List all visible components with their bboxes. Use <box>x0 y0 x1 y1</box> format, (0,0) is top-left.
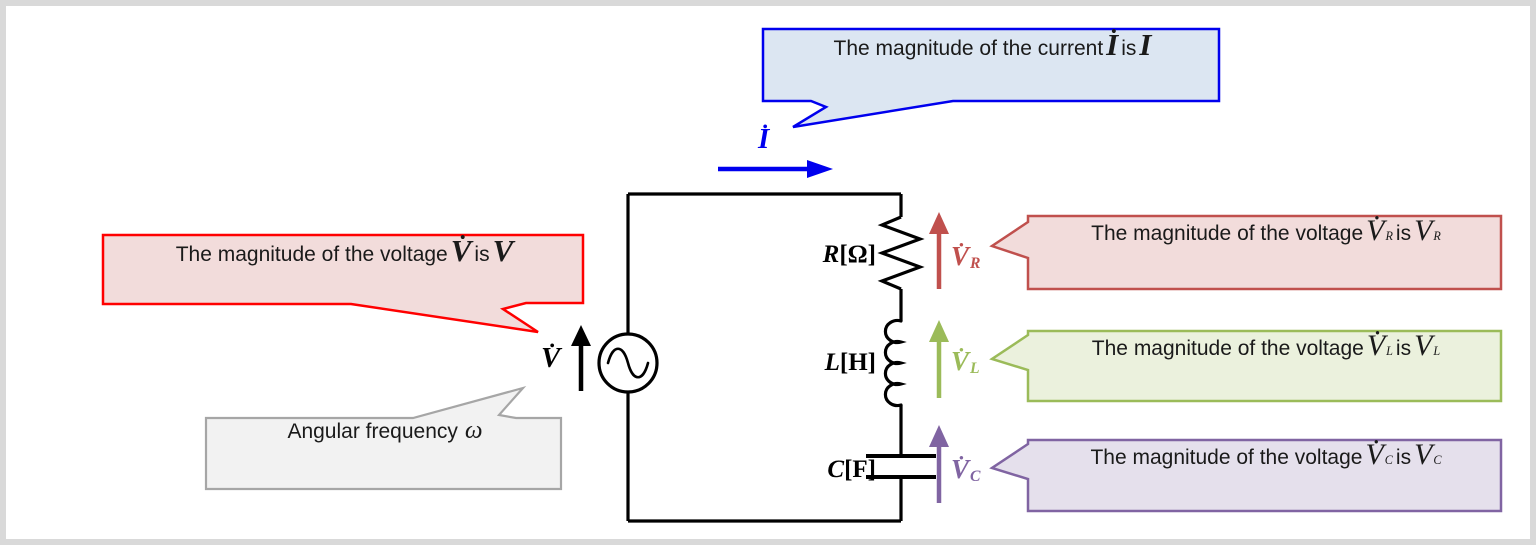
vl-phasor-label: V• L <box>951 343 980 378</box>
phasor-vl-letter: V <box>1366 329 1386 362</box>
vl-arrowhead-icon <box>929 320 949 342</box>
phasor-current-letter: I <box>1106 27 1119 62</box>
resistor-label: R[Ω] <box>764 242 876 267</box>
vc-arrowhead-icon <box>929 425 949 447</box>
callout-vr-linker: is <box>1395 222 1412 245</box>
phasor-dot-icon: • <box>1111 23 1117 40</box>
phasor-source-voltage-symbol: V• <box>450 230 472 268</box>
current-arrowhead-icon <box>807 160 833 178</box>
callout-current-linker: is <box>1121 37 1137 60</box>
callout-vc-linker: is <box>1395 446 1412 469</box>
capacitor-symbol-letter: C <box>827 456 845 483</box>
magnitude-source-voltage-symbol: V <box>492 233 514 268</box>
vc-phasor-label: V• C <box>951 451 981 486</box>
vl-label-subscript: L <box>970 360 980 378</box>
callout-vr-prefix: The magnitude of the voltage <box>1091 222 1364 245</box>
current-label-letter: I <box>758 123 770 155</box>
phasor-source-voltage-letter: V <box>450 233 472 268</box>
callout-source-voltage-text: The magnitude of the voltage V• is V <box>103 230 583 301</box>
phasor-dot-icon: • <box>1373 434 1379 451</box>
vr-label-letter: V <box>951 241 970 271</box>
resistor-symbol-letter: R <box>822 241 840 268</box>
source-voltage-arrowhead-icon <box>571 325 591 346</box>
phasor-vc-symbol: V• <box>1365 435 1384 471</box>
phasor-vr-letter: V <box>1366 214 1385 247</box>
callout-vl-prefix: The magnitude of the voltage <box>1091 337 1364 360</box>
omega-symbol: ω <box>464 417 483 444</box>
source-voltage-phasor-label: V• <box>541 339 561 374</box>
phasor-vc-subscript: C <box>1384 453 1393 467</box>
callout-angular-frequency-balloon <box>204 385 563 491</box>
vr-label-subscript: R <box>970 255 981 273</box>
callout-angular-frequency-text: Angular frequency ω <box>206 418 561 487</box>
magnitude-vl-symbol: V <box>1414 329 1433 362</box>
phasor-dot-icon: • <box>959 237 964 253</box>
inductor-symbol-letter: L <box>824 349 840 376</box>
magnitude-vc-subscript: C <box>1433 453 1442 467</box>
phasor-vr-symbol: V• <box>1366 211 1385 247</box>
phasor-dot-icon: • <box>1374 210 1380 227</box>
capacitor-unit: [F] <box>844 456 876 483</box>
capacitor-label: C[F] <box>764 457 876 482</box>
magnitude-vl-subscript: L <box>1433 344 1441 358</box>
callout-angular-frequency-prefix: Angular frequency <box>287 420 458 443</box>
inductor-icon <box>883 318 907 408</box>
phasor-dot-icon: • <box>959 342 964 358</box>
phasor-vl-subscript: L <box>1386 344 1393 358</box>
source-label-letter: V <box>541 342 561 374</box>
callout-source-voltage-balloon <box>101 233 585 334</box>
phasor-vr-subscript: R <box>1385 229 1393 243</box>
vc-label-subscript: C <box>970 468 981 486</box>
vl-label-letter: V <box>951 346 970 376</box>
phasor-dot-icon: • <box>762 119 768 135</box>
callout-vc-prefix: The magnitude of the voltage <box>1090 446 1363 469</box>
callout-vr-balloon <box>989 214 1503 291</box>
inductor-label: L[H] <box>764 350 876 375</box>
callout-source-voltage-linker: is <box>474 243 490 266</box>
callout-current-text: The magnitude of the current I• is I <box>763 24 1219 99</box>
phasor-dot-icon: • <box>549 338 555 354</box>
magnitude-vr-symbol: V <box>1414 214 1433 247</box>
phasor-vc-letter: V <box>1365 438 1384 471</box>
phasor-current-symbol: I• <box>1106 24 1119 62</box>
phasor-vl-symbol: V• <box>1366 326 1386 362</box>
phasor-dot-icon: • <box>959 450 964 466</box>
callout-vl-balloon <box>989 329 1503 403</box>
resistor-icon <box>877 215 925 291</box>
phasor-dot-icon: • <box>1375 325 1381 342</box>
phasor-dot-icon: • <box>460 229 466 246</box>
magnitude-vr-subscript: R <box>1433 229 1441 243</box>
vr-arrowhead-icon <box>929 212 949 234</box>
callout-source-voltage-prefix: The magnitude of the voltage <box>175 243 448 266</box>
current-phasor-label: I• <box>758 120 770 155</box>
callout-current-prefix: The magnitude of the current <box>833 37 1104 60</box>
capacitor-icon <box>866 454 936 479</box>
inductor-unit: [H] <box>839 349 876 376</box>
vc-label-letter: V <box>951 454 970 484</box>
callout-vc-balloon <box>989 438 1503 513</box>
callout-current-balloon <box>761 27 1221 129</box>
resistor-unit: [Ω] <box>839 241 876 268</box>
vr-phasor-label: V• R <box>951 238 981 273</box>
diagram-shapes <box>101 27 1503 523</box>
magnitude-vc-symbol: V <box>1414 438 1433 471</box>
ac-source-sine-icon <box>606 347 650 379</box>
callout-vl-linker: is <box>1395 337 1412 360</box>
magnitude-current-symbol: I <box>1139 27 1152 62</box>
